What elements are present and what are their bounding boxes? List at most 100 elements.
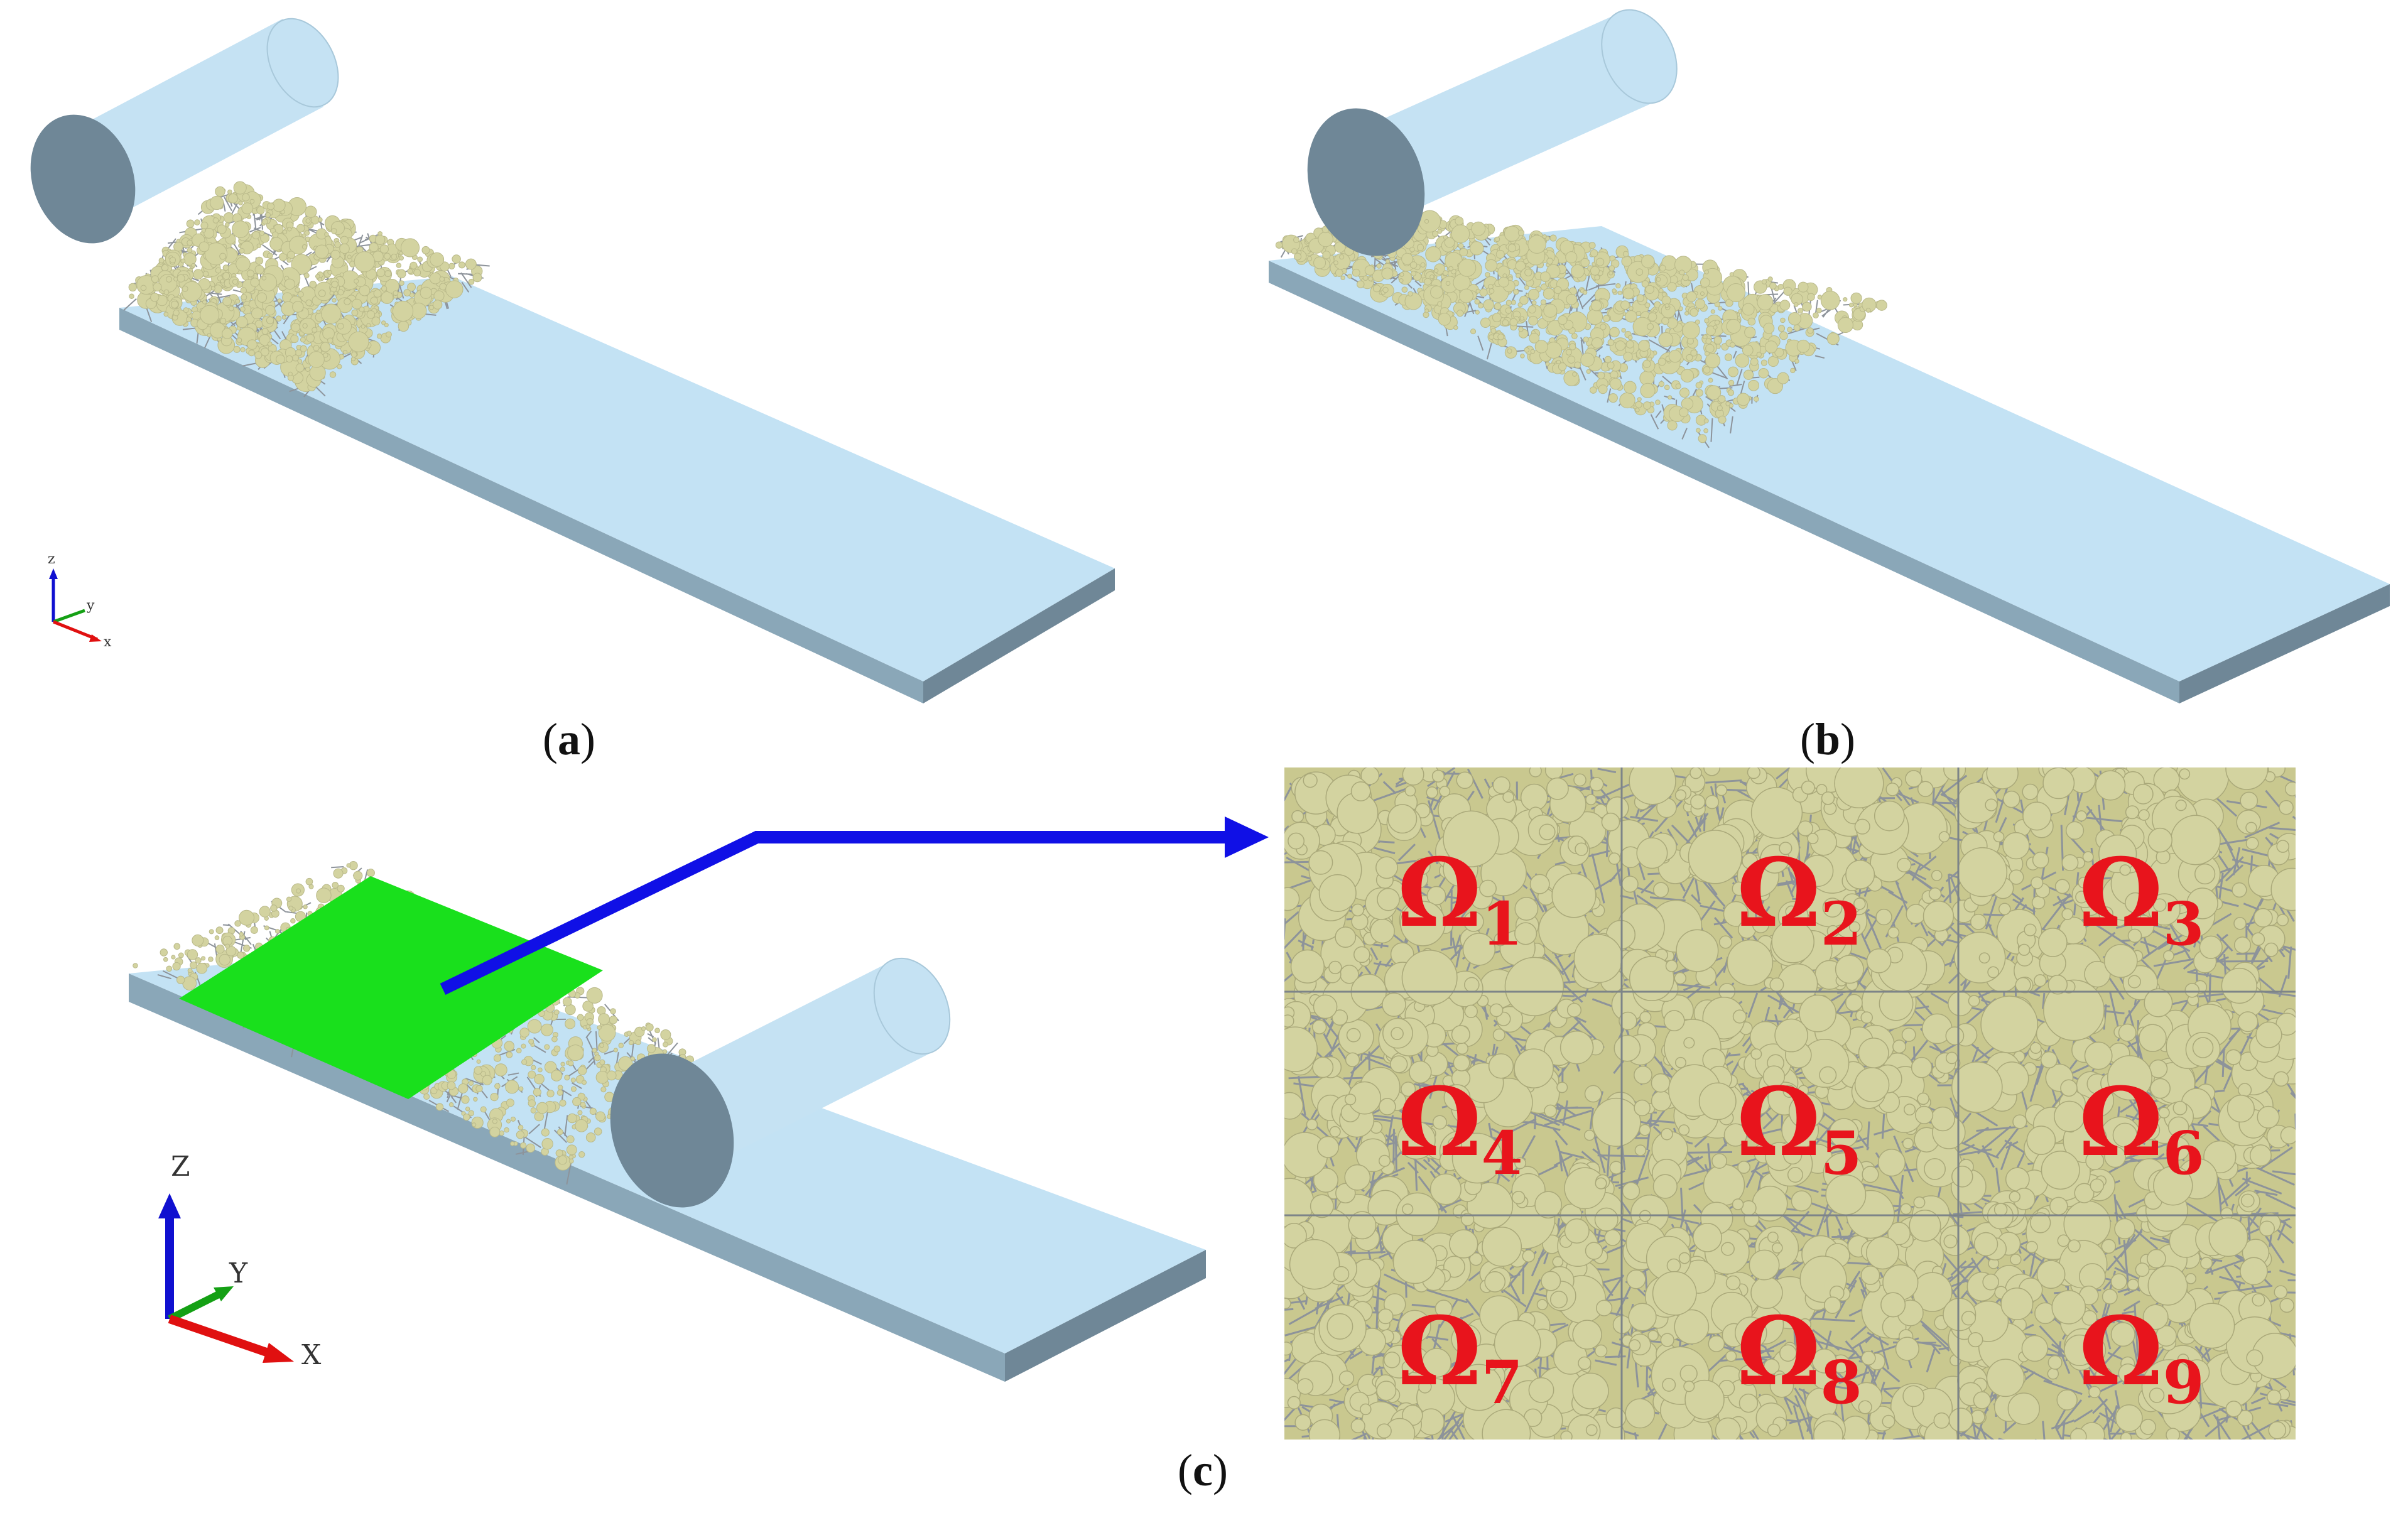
powder-particle (1519, 316, 1524, 321)
powder-particle (350, 357, 356, 362)
powder-particle (1703, 418, 1709, 424)
powder-particle (1655, 399, 1661, 405)
powder-particle (1637, 397, 1642, 402)
powder-particle (482, 1075, 492, 1085)
fiber (1888, 891, 1908, 904)
fiber (283, 314, 291, 325)
powder-particle (1372, 285, 1381, 293)
powder-particle (254, 264, 264, 274)
powder-particle (472, 1122, 477, 1127)
powder-particle (1764, 340, 1778, 354)
powder-particle (198, 241, 210, 252)
powder-particle (1549, 234, 1557, 242)
powder-particle (1507, 348, 1512, 354)
powder-particle (315, 244, 329, 259)
powder-particle (272, 198, 286, 212)
powder-particle (586, 1017, 594, 1026)
powder-particle (1590, 300, 1602, 312)
powder-particle (165, 276, 173, 283)
powder-particle (403, 289, 411, 297)
fiber (1284, 1353, 1301, 1375)
powder-particle (1340, 275, 1345, 281)
fiber (1979, 1426, 1987, 1440)
powder-particle (1437, 301, 1443, 307)
powder-particle (225, 945, 237, 957)
powder-particle (232, 220, 249, 238)
powder-particle (1582, 290, 1588, 295)
powder-particle (420, 286, 432, 299)
fiber (1407, 283, 1413, 289)
fiber (2107, 1230, 2143, 1271)
powder-particle (334, 241, 341, 248)
powder-particle (1798, 281, 1809, 293)
powder-particle (480, 1106, 487, 1113)
fiber (457, 1093, 463, 1110)
powder-particle (305, 205, 317, 218)
fiber (1703, 813, 1706, 832)
powder-particle (315, 274, 320, 279)
powder-particle (276, 354, 285, 364)
fiber (1284, 918, 1286, 940)
fiber (2102, 1322, 2112, 1350)
fiber (561, 1089, 572, 1097)
powder-particle (1813, 312, 1819, 318)
powder-particle (173, 309, 180, 317)
powder-particle (1708, 377, 1713, 383)
fiber (571, 1082, 582, 1090)
plate-a-side (923, 568, 1115, 703)
fiber (1918, 855, 1937, 871)
powder-particle (1615, 283, 1621, 289)
powder-particle (1664, 303, 1669, 308)
powder-particle (1505, 300, 1512, 306)
powder-particle (1705, 325, 1716, 336)
powder-particle (219, 252, 227, 260)
roller-b (1307, 9, 1678, 256)
powder-particle (1710, 309, 1715, 314)
axis-x-label-c: X (301, 1339, 322, 1371)
powder-particle (376, 334, 382, 339)
powder-particle (1545, 342, 1563, 359)
powder-particle (1679, 407, 1689, 418)
powder-particle (1607, 339, 1615, 346)
powder-particle (195, 957, 202, 964)
powder-particle (202, 300, 207, 305)
powder-particle (597, 1025, 602, 1030)
powder-particle (361, 324, 366, 329)
powder-particle (1807, 293, 1815, 301)
powder-particle (1725, 401, 1730, 406)
powder-particle (286, 355, 293, 363)
powder-particle (1718, 415, 1727, 424)
powder-particle (376, 268, 386, 278)
powder-particle (1790, 367, 1796, 374)
powder-particle (337, 884, 345, 892)
powder-particle (290, 334, 299, 344)
powder-particle (1588, 242, 1596, 249)
fiber (1398, 843, 1416, 862)
powder-particle (193, 269, 203, 280)
powder-particle (1416, 244, 1424, 251)
fiber (566, 1161, 572, 1185)
powder-particle (287, 227, 292, 232)
powder-particle (1502, 319, 1509, 327)
powder-particle (222, 264, 229, 271)
powder-particle (301, 244, 307, 250)
powder-particle (1580, 352, 1595, 367)
fiber (585, 1031, 592, 1038)
powder-particle (1445, 281, 1451, 286)
fiber (1776, 767, 1791, 780)
plate-a-top (119, 276, 1115, 681)
powder-particle (458, 261, 465, 269)
powder-particle (173, 943, 181, 950)
powder-particle (1411, 271, 1416, 276)
powder-particle (384, 252, 391, 260)
powder-particle (324, 232, 329, 237)
powder-particle (527, 1019, 542, 1034)
fiber (2254, 1190, 2278, 1196)
powder-particle (433, 290, 445, 301)
fiber (1691, 894, 1701, 905)
powder-particle (618, 1056, 633, 1071)
powder-particle (215, 267, 222, 274)
powder-particle (1318, 231, 1333, 247)
powder-particle (1647, 323, 1654, 330)
powder-particle (1609, 327, 1620, 338)
